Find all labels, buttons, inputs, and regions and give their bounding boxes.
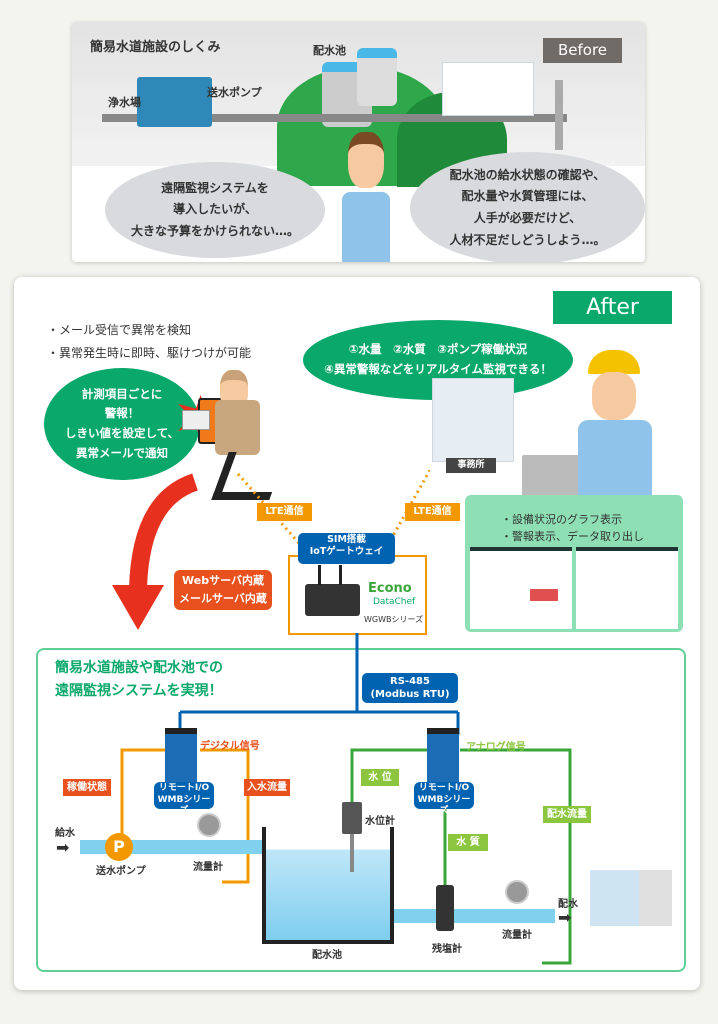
- engineer-head: [592, 372, 636, 420]
- water-pipe: [102, 114, 567, 122]
- before-badge: Before: [543, 38, 622, 63]
- level-probe: [350, 834, 354, 872]
- pump-label: 送水ポンプ: [96, 866, 146, 877]
- pump-icon: P: [105, 833, 133, 861]
- system-diagram-box: [36, 648, 686, 972]
- econo-logo: Econo: [368, 581, 412, 596]
- plant-label: 浄水場: [108, 96, 141, 109]
- gateway-series: WGWBシリーズ: [364, 615, 424, 624]
- chlorine-meter-label: 残塩計: [432, 944, 462, 955]
- engineer-body: [578, 420, 652, 498]
- helmet-icon: [588, 350, 640, 374]
- faucet-icon: [555, 80, 563, 150]
- worker-body: [215, 400, 260, 455]
- town-buildings-icon: [590, 870, 672, 926]
- flowmeter-label: 流量計: [502, 930, 532, 941]
- dashboard-screenshot-graph: [470, 547, 572, 629]
- bullet: ・異常発生時に即時、駆けつけが可能: [47, 346, 252, 360]
- reservoir-label: 配水池: [312, 950, 342, 961]
- rs485-label: RS-485(Modbus RTU): [362, 673, 458, 703]
- bullet: ・メール受信で異常を検知: [47, 323, 192, 337]
- reservoir-label: 配水池: [313, 44, 346, 57]
- alert-speech-bubble: 計測項目ごとに警報！しきい値を設定して、異常メールで通知: [44, 368, 200, 480]
- town-buildings-icon: [442, 62, 534, 116]
- dashboard-screenshot-table: [576, 547, 678, 629]
- speech-bubble-right: 配水池の給水状態の確認や、配水量や水質管理には、人手が必要だけど、人材不足だしど…: [410, 152, 645, 262]
- supply-label: 給水: [55, 828, 75, 839]
- digital-signal-label: デジタル信号: [200, 741, 260, 752]
- remote-io-module-left-icon: [165, 728, 197, 790]
- system-title: 簡易水道施設や配水池での遠隔監視システムを実現！: [55, 660, 223, 700]
- dashboard-bullet: ・警報表示、データ取り出し: [501, 530, 644, 543]
- before-title: 簡易水道施設のしくみ: [90, 40, 221, 55]
- distribution-pipe: [392, 909, 555, 923]
- analog-signal-label: アナログ信号: [466, 742, 526, 753]
- water-quality-label: 水 質: [448, 834, 488, 851]
- dashboard-bullet: ・設備状況のグラフ表示: [501, 513, 622, 526]
- server-features-label: Webサーバ内蔵メールサーバ内蔵: [174, 570, 272, 610]
- speech-bubble-left: 遠隔監視システムを導入したいが、大きな予算をかけられない…。: [105, 162, 325, 258]
- datachef-logo: DataChef: [373, 597, 416, 607]
- after-badge: After: [553, 291, 672, 324]
- flowmeter-label: 流量計: [193, 862, 223, 873]
- chlorine-meter-icon: [436, 885, 454, 931]
- chart-bars: [530, 589, 558, 601]
- remote-io-module-right-icon: [427, 728, 459, 790]
- worried-man-head: [348, 132, 384, 188]
- supply-arrow-icon: ➡: [56, 838, 70, 857]
- office-building-icon: [432, 378, 514, 462]
- office-label: 事務所: [446, 458, 496, 473]
- lte-label-left: LTE通信: [257, 503, 312, 521]
- pump-label: 送水ポンプ: [207, 86, 262, 99]
- lte-label-right: LTE通信: [405, 503, 460, 521]
- flowmeter-icon: [197, 813, 221, 837]
- inflow-label: 入水流量: [244, 779, 290, 796]
- gateway-device-icon: [305, 584, 360, 616]
- status-label: 稼働状態: [63, 779, 111, 796]
- reservoir-tank: [262, 827, 394, 944]
- flowmeter-icon: [505, 880, 529, 904]
- level-meter-icon: [342, 802, 362, 834]
- purification-plant-icon: [137, 77, 212, 127]
- water-level-label: 水 位: [361, 769, 399, 786]
- laptop-icon: [522, 455, 582, 497]
- reservoir-tank-icon: [357, 48, 397, 106]
- level-meter-label: 水位計: [365, 816, 395, 827]
- mail-icon: [182, 410, 210, 430]
- lte-dotted-links: [236, 470, 430, 551]
- antenna-icon: [318, 565, 342, 585]
- dashboard-panel: ・設備状況のグラフ表示 ・警報表示、データ取り出し: [465, 495, 683, 632]
- red-down-arrow-icon: [112, 473, 199, 630]
- worried-man-body: [342, 192, 390, 262]
- before-panel: 簡易水道施設のしくみ Before 配水池 浄水場 送水ポンプ 遠隔監視システム…: [72, 22, 645, 262]
- outflow-label: 配水流量: [543, 806, 591, 823]
- distribution-label: 配水: [558, 899, 578, 910]
- distribution-arrow-icon: ➡: [558, 908, 572, 927]
